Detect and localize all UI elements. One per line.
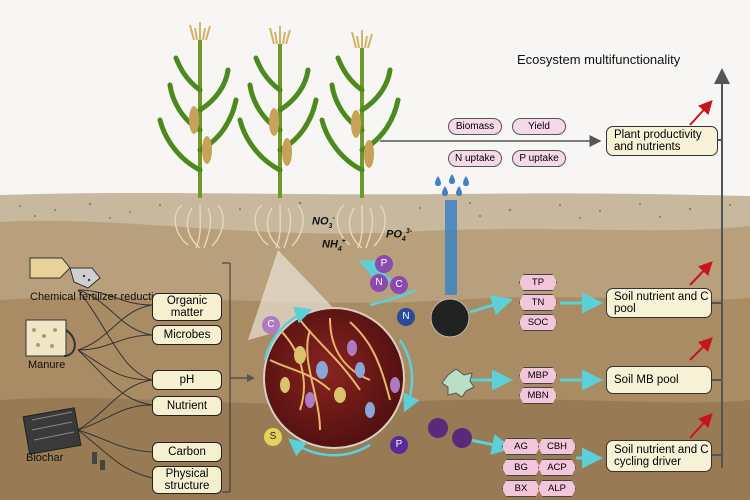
- manure-bucket-icon: [25, 319, 76, 357]
- pool-mbp: MBP: [519, 367, 557, 384]
- pool-soc: SOC: [519, 314, 557, 331]
- property-nutrient: Nutrient: [152, 396, 222, 416]
- diagram-title: Ecosystem multifunctionality: [517, 52, 681, 67]
- aggregate-roots: [269, 317, 391, 431]
- element-c-left-bubble: C: [262, 316, 280, 334]
- property-physical-structure: Physical structure: [152, 466, 222, 494]
- green-microbe-icon: [441, 368, 475, 398]
- indicator-yield: Yield: [512, 118, 566, 135]
- outcome-soil-nutrient-c-pool: Soil nutrient and C pool: [606, 288, 712, 318]
- element-n-bubble: N: [370, 274, 388, 292]
- water-drops-icon: [435, 174, 469, 196]
- enzyme-bx: BX: [502, 480, 540, 497]
- outcome-plant-productivity: Plant productivity and nutrients: [606, 126, 718, 156]
- soil-texture: [19, 201, 731, 219]
- trend-up-arrows: [689, 100, 713, 439]
- ion-phosphate: PO43-: [386, 228, 413, 243]
- pool-tp: TP: [519, 274, 557, 291]
- enzyme-alp: ALP: [538, 480, 576, 497]
- outcome-cycling-driver: Soil nutrient and C cycling driver: [606, 440, 712, 472]
- corn-plants: [157, 22, 401, 249]
- element-p-bubble: P: [375, 255, 393, 273]
- element-n-blue-bubble: N: [397, 308, 415, 326]
- indicator-biomass: Biomass: [448, 118, 502, 135]
- element-p-bottom-bubble: P: [390, 436, 408, 454]
- pool-tn: TN: [519, 294, 557, 311]
- element-c-bubble: C: [390, 276, 408, 294]
- element-s-bubble: S: [264, 428, 282, 446]
- indicator-n-uptake: N uptake: [448, 150, 502, 167]
- input-manure: Manure: [28, 359, 66, 371]
- property-ph: pH: [152, 370, 222, 390]
- enzyme-ag: AG: [502, 438, 540, 455]
- enzyme-bg: BG: [502, 459, 540, 476]
- indicator-p-uptake: P uptake: [512, 150, 566, 167]
- microbe-cluster: [430, 298, 470, 338]
- input-chemical-fertilizer: Chemical fertilizer reduction: [30, 291, 166, 303]
- aggregate-microbes: [280, 340, 400, 418]
- purple-microbe-icon: [428, 418, 448, 438]
- enzyme-acp: ACP: [538, 459, 576, 476]
- trowel-icon: [29, 257, 101, 289]
- ion-ammonium: NH4+: [322, 238, 346, 253]
- enzyme-cbh: CBH: [538, 438, 576, 455]
- water-channel: [445, 200, 457, 295]
- input-biochar: Biochar: [26, 452, 64, 464]
- cycling-arrows: [263, 288, 420, 457]
- ion-nitrate: NO3-: [312, 215, 335, 230]
- property-microbes: Microbes: [152, 325, 222, 345]
- outcome-soil-mb-pool: Soil MB pool: [606, 366, 712, 394]
- biochar-bag-icon: [22, 407, 105, 470]
- property-organic-matter: Organic matter: [152, 293, 222, 321]
- input-bracket-lines: [77, 262, 255, 493]
- property-carbon: Carbon: [152, 442, 222, 462]
- pool-mbn: MBN: [519, 387, 557, 404]
